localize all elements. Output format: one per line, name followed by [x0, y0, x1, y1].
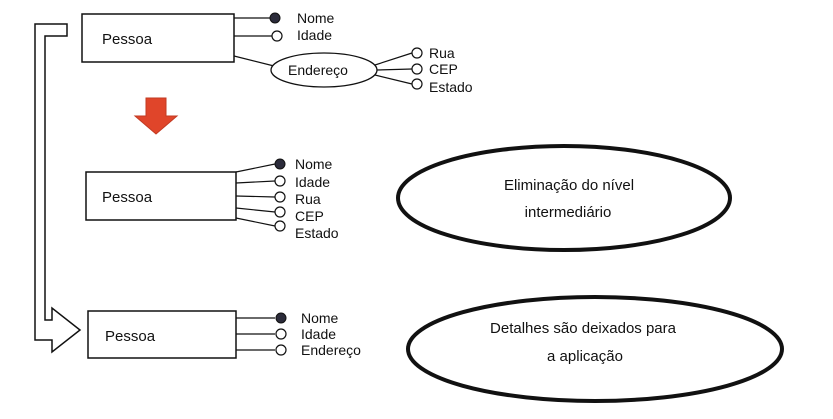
entity-label: Pessoa [105, 328, 156, 345]
note-line: Detalhes são deixados para [490, 320, 677, 337]
attribute-marker [274, 175, 286, 187]
attribute-label: Nome [301, 310, 339, 326]
subattribute-marker [411, 78, 423, 90]
transform-down-arrow [133, 97, 179, 135]
top-entity-group: Pessoa Nome Idade Endereço Rua CEP Estad… [81, 10, 473, 95]
note-details: Detalhes são deixados para a aplicação [406, 295, 784, 403]
note-ellipse [406, 295, 784, 403]
attribute-marker [275, 344, 287, 356]
attribute-label: CEP [295, 208, 324, 224]
attribute-label: Idade [297, 27, 332, 43]
subattribute-marker [411, 63, 423, 75]
attribute-marker [274, 206, 286, 218]
attribute-label: Idade [301, 326, 336, 342]
entity-label: Pessoa [102, 31, 153, 48]
attribute-label: Idade [295, 174, 330, 190]
attribute-label: Endereço [301, 342, 361, 358]
subattribute-marker [411, 47, 423, 59]
note-line: a aplicação [547, 348, 623, 365]
note-elimination: Eliminação do nível intermediário [396, 144, 732, 252]
attribute-label: Nome [295, 156, 333, 172]
entity-box [85, 171, 237, 221]
attribute-marker [274, 220, 286, 232]
bottom-entity-group: Pessoa Nome Idade Endereço [87, 310, 361, 359]
attribute-label: Rua [295, 191, 321, 207]
note-line: Eliminação do nível [504, 177, 634, 194]
subattribute-label: CEP [429, 61, 458, 77]
note-line: intermediário [525, 204, 612, 221]
entity-box [81, 13, 235, 63]
key-attribute-marker [275, 312, 287, 324]
composite-attribute-label: Endereço [288, 62, 348, 78]
subattribute-label: Estado [429, 79, 473, 95]
key-attribute-marker [269, 12, 281, 24]
attribute-marker [274, 191, 286, 203]
key-attribute-marker [274, 158, 286, 170]
middle-entity-group: Pessoa Nome Idade Rua CEP Estado [85, 156, 339, 241]
entity-box [87, 310, 237, 359]
attribute-marker [271, 30, 283, 42]
attribute-label: Nome [297, 10, 335, 26]
attribute-label: Estado [295, 225, 339, 241]
entity-label: Pessoa [102, 189, 153, 206]
subattribute-label: Rua [429, 45, 455, 61]
flow-arrow [34, 23, 82, 354]
note-ellipse [396, 144, 732, 252]
attribute-marker [275, 328, 287, 340]
